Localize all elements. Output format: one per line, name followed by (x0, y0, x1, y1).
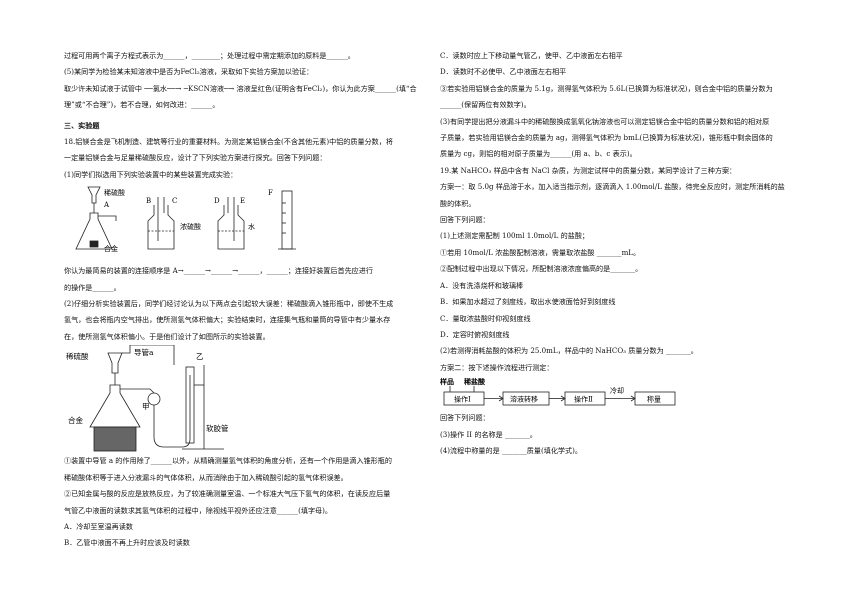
text-line: (4)流程中称量的是 _______质量(填化学式)。 (440, 445, 582, 455)
text-line: ③若实验用铝镁合金的质量为 5.1g，测得氢气体积为 5.6L(已换算为标准状况… (440, 83, 773, 93)
text-line: ②配制过程中出现以下情况，所配制溶液浓度偏高的是_______。 (440, 264, 643, 274)
label-acid-2: 稀硫酸 (66, 351, 89, 361)
text-line: ①若用 10mol/L 浓盐酸配制溶液，需量取浓盐酸 _______mL。 (440, 247, 641, 257)
option-line: C．量取浓盐酸时仰视刻度线 (440, 313, 531, 323)
flow-acid-label: 稀盐酸 (464, 377, 486, 386)
label-conc-acid: 浓硫酸 (180, 222, 201, 231)
text-line: 一定量铝镁合金与足量稀硫酸反应，设计了下列实验方案进行探究。回答下列问题： (64, 153, 327, 163)
text-line: (5)某同学为检验某未知溶液中是否为FeCl₂溶液，采取如下实验方案加以验证： (64, 67, 314, 77)
label-d: D (214, 197, 220, 205)
text-line: ②已知金属与酸的反应是放热反应，为了较准确测量室温、一个标准大气压下氢气的体积，… (64, 489, 391, 499)
apparatus-drawing-1: 稀硫酸 A 合金 B C 浓硫酸 D E 水 F (75, 186, 296, 253)
option-line: B．乙管中液面不再上升时应该及时读数 (64, 538, 190, 548)
flow-chart: 样品 稀盐酸 操作Ⅰ 溶液转移 操作Ⅱ 冷却 称量 (440, 376, 802, 410)
label-hose: 软胶管 (206, 423, 229, 433)
text-line: 回答下列问题： (440, 413, 490, 423)
right-column: C．读数时应上下移动量气管乙，使甲、乙中液面左右相平 D．读数时不必使甲、乙中液… (440, 48, 802, 459)
text-line: 质量为 cg，则铝的相对原子质量为______(用 a、b、c 表示)。 (440, 149, 637, 159)
text-line: ______(保留两位有效数字)。 (440, 100, 531, 110)
text-line: (1)同学们拟选用下列实验装置中的某些装置完成实验： (64, 169, 238, 179)
apparatus-figure-1: 稀硫酸 A 合金 B C 浓硫酸 D E 水 F (64, 183, 428, 263)
section-title: 三、实验题 (64, 120, 100, 130)
text-line: 回答下列问题： (440, 215, 490, 225)
option-line: B．如果加水超过了刻度线，取出水使液面恰好到刻度线 (440, 297, 616, 307)
label-tube-a: 导管a (134, 347, 154, 357)
label-e: E (240, 197, 245, 205)
text-line: 18.铝镁合金是飞机制造、建筑等行业的重要材料。为测定某铝镁合金(不含其他元素)… (64, 137, 393, 147)
text-line: 在，使所测氢气体积偏小。于是他们设计了如图所示的实验装置。 (64, 331, 270, 341)
flow-sample-label: 样品 (440, 377, 454, 386)
text-line: 氢气，也会将瓶内空气排出，使所测氢气体积偏大；实验结束时，连接集气瓶和量筒的导管… (64, 315, 391, 325)
text-line: (2)若测得消耗盐酸的体积为 25.0mL，样品中的 NaHCO₃ 质量分数为 … (440, 346, 698, 356)
label-jia: 甲 (142, 402, 150, 411)
text-line: 你认为最简易的装置的连接顺序是 A→______→______→______，_… (64, 266, 373, 276)
text-line: (2)仔细分析实验装置后，同学们经讨论认为以下两点会引起较大误差：稀硫酸滴入锥形… (64, 299, 394, 309)
text-line: 方案一：取 5.0g 样品溶于水，加入适当指示剂，逐滴滴入 1.00mol/L … (440, 182, 785, 192)
apparatus-drawing-2: 稀硫酸 导管a 合金 甲 乙 软胶管 (66, 344, 229, 452)
option-line: C．读数时应上下移动量气管乙，使甲、乙中液面左右相平 (440, 51, 623, 60)
option-line: A．没有洗涤烧杯和玻璃棒 (440, 280, 524, 290)
text-line: 19.某 NaHCO₃ 样品中含有 NaCl 杂质，为测定试样中的质量分数，某同… (440, 165, 737, 175)
text-line: (1)上述测定需配制 100ml 1.0mol/L 的盐酸； (440, 231, 590, 241)
text-line: ①装置中导管 a 的作用除了______以外，从精确测量氢气体积的角度分析，还有… (64, 456, 392, 466)
flow-step3: 操作Ⅱ (574, 395, 593, 404)
flow-weigh: 称量 (647, 395, 661, 404)
option-line: A．冷却至室温再读数 (64, 521, 133, 531)
label-f: F (268, 189, 273, 197)
label-alloy-2: 合金 (68, 415, 83, 425)
text-line: 的操作是______。 (64, 282, 121, 292)
flow-step1: 操作Ⅰ (454, 395, 471, 404)
text-line: (3)有同学提出把分液漏斗中的稀硫酸换成氢氧化钠溶液也可以测定铝镁合金中铝的质量… (440, 116, 770, 126)
text-line: 过程可用两个离子方程式表示为______，________；处理过程中需定期添加… (64, 51, 355, 60)
text-line: 酸的体积。 (440, 198, 476, 208)
flow-chart-drawing: 样品 稀盐酸 操作Ⅰ 溶液转移 操作Ⅱ 冷却 称量 (440, 377, 676, 406)
text-line: 子质量，若实验用铝镁合金的质量为 ag，测得氢气体积为 bmL(已换算为标准状况… (440, 133, 773, 143)
label-c: C (172, 197, 177, 205)
text-line: 方案二：按下述操作流程进行测定： (440, 362, 554, 372)
label-acid: 稀硫酸 (104, 188, 125, 197)
flow-step2: 溶液转移 (510, 395, 538, 404)
label-yi: 乙 (196, 352, 204, 361)
text-line: 取少许未知试液于试管中 ──氯水──→ ─KSCN溶液─→ 溶液呈红色(证明含有… (64, 83, 417, 93)
text-line: 稀硫酸体积等于进入分液漏斗的气体体积，从而消除由于加入稀硫酸引起的氢气体积误差。 (64, 472, 348, 482)
label-water: 水 (248, 222, 255, 231)
text-line: 理”或“不合理”)，若不合理，如何改进：______。 (64, 100, 220, 110)
option-line: D．读数时不必使甲、乙中液面左右相平 (440, 67, 567, 77)
text-line: (3)操作 II 的名称是 _______。 (440, 429, 537, 439)
label-a: A (103, 201, 110, 209)
option-line: D．定容时俯视刻度线 (440, 329, 510, 339)
left-column: 过程可用两个离子方程式表示为______，________；处理过程中需定期添加… (64, 48, 428, 552)
label-alloy: 合金 (104, 244, 118, 253)
label-b: B (146, 197, 151, 205)
flow-cool: 冷却 (610, 386, 624, 395)
text-line: 气管乙中液面的读数求其氢气体积的过程中，除视线平视外还应注意______(填字母… (64, 505, 333, 515)
apparatus-figure-2: 稀硫酸 导管a 合金 甲 乙 软胶管 (64, 344, 428, 453)
